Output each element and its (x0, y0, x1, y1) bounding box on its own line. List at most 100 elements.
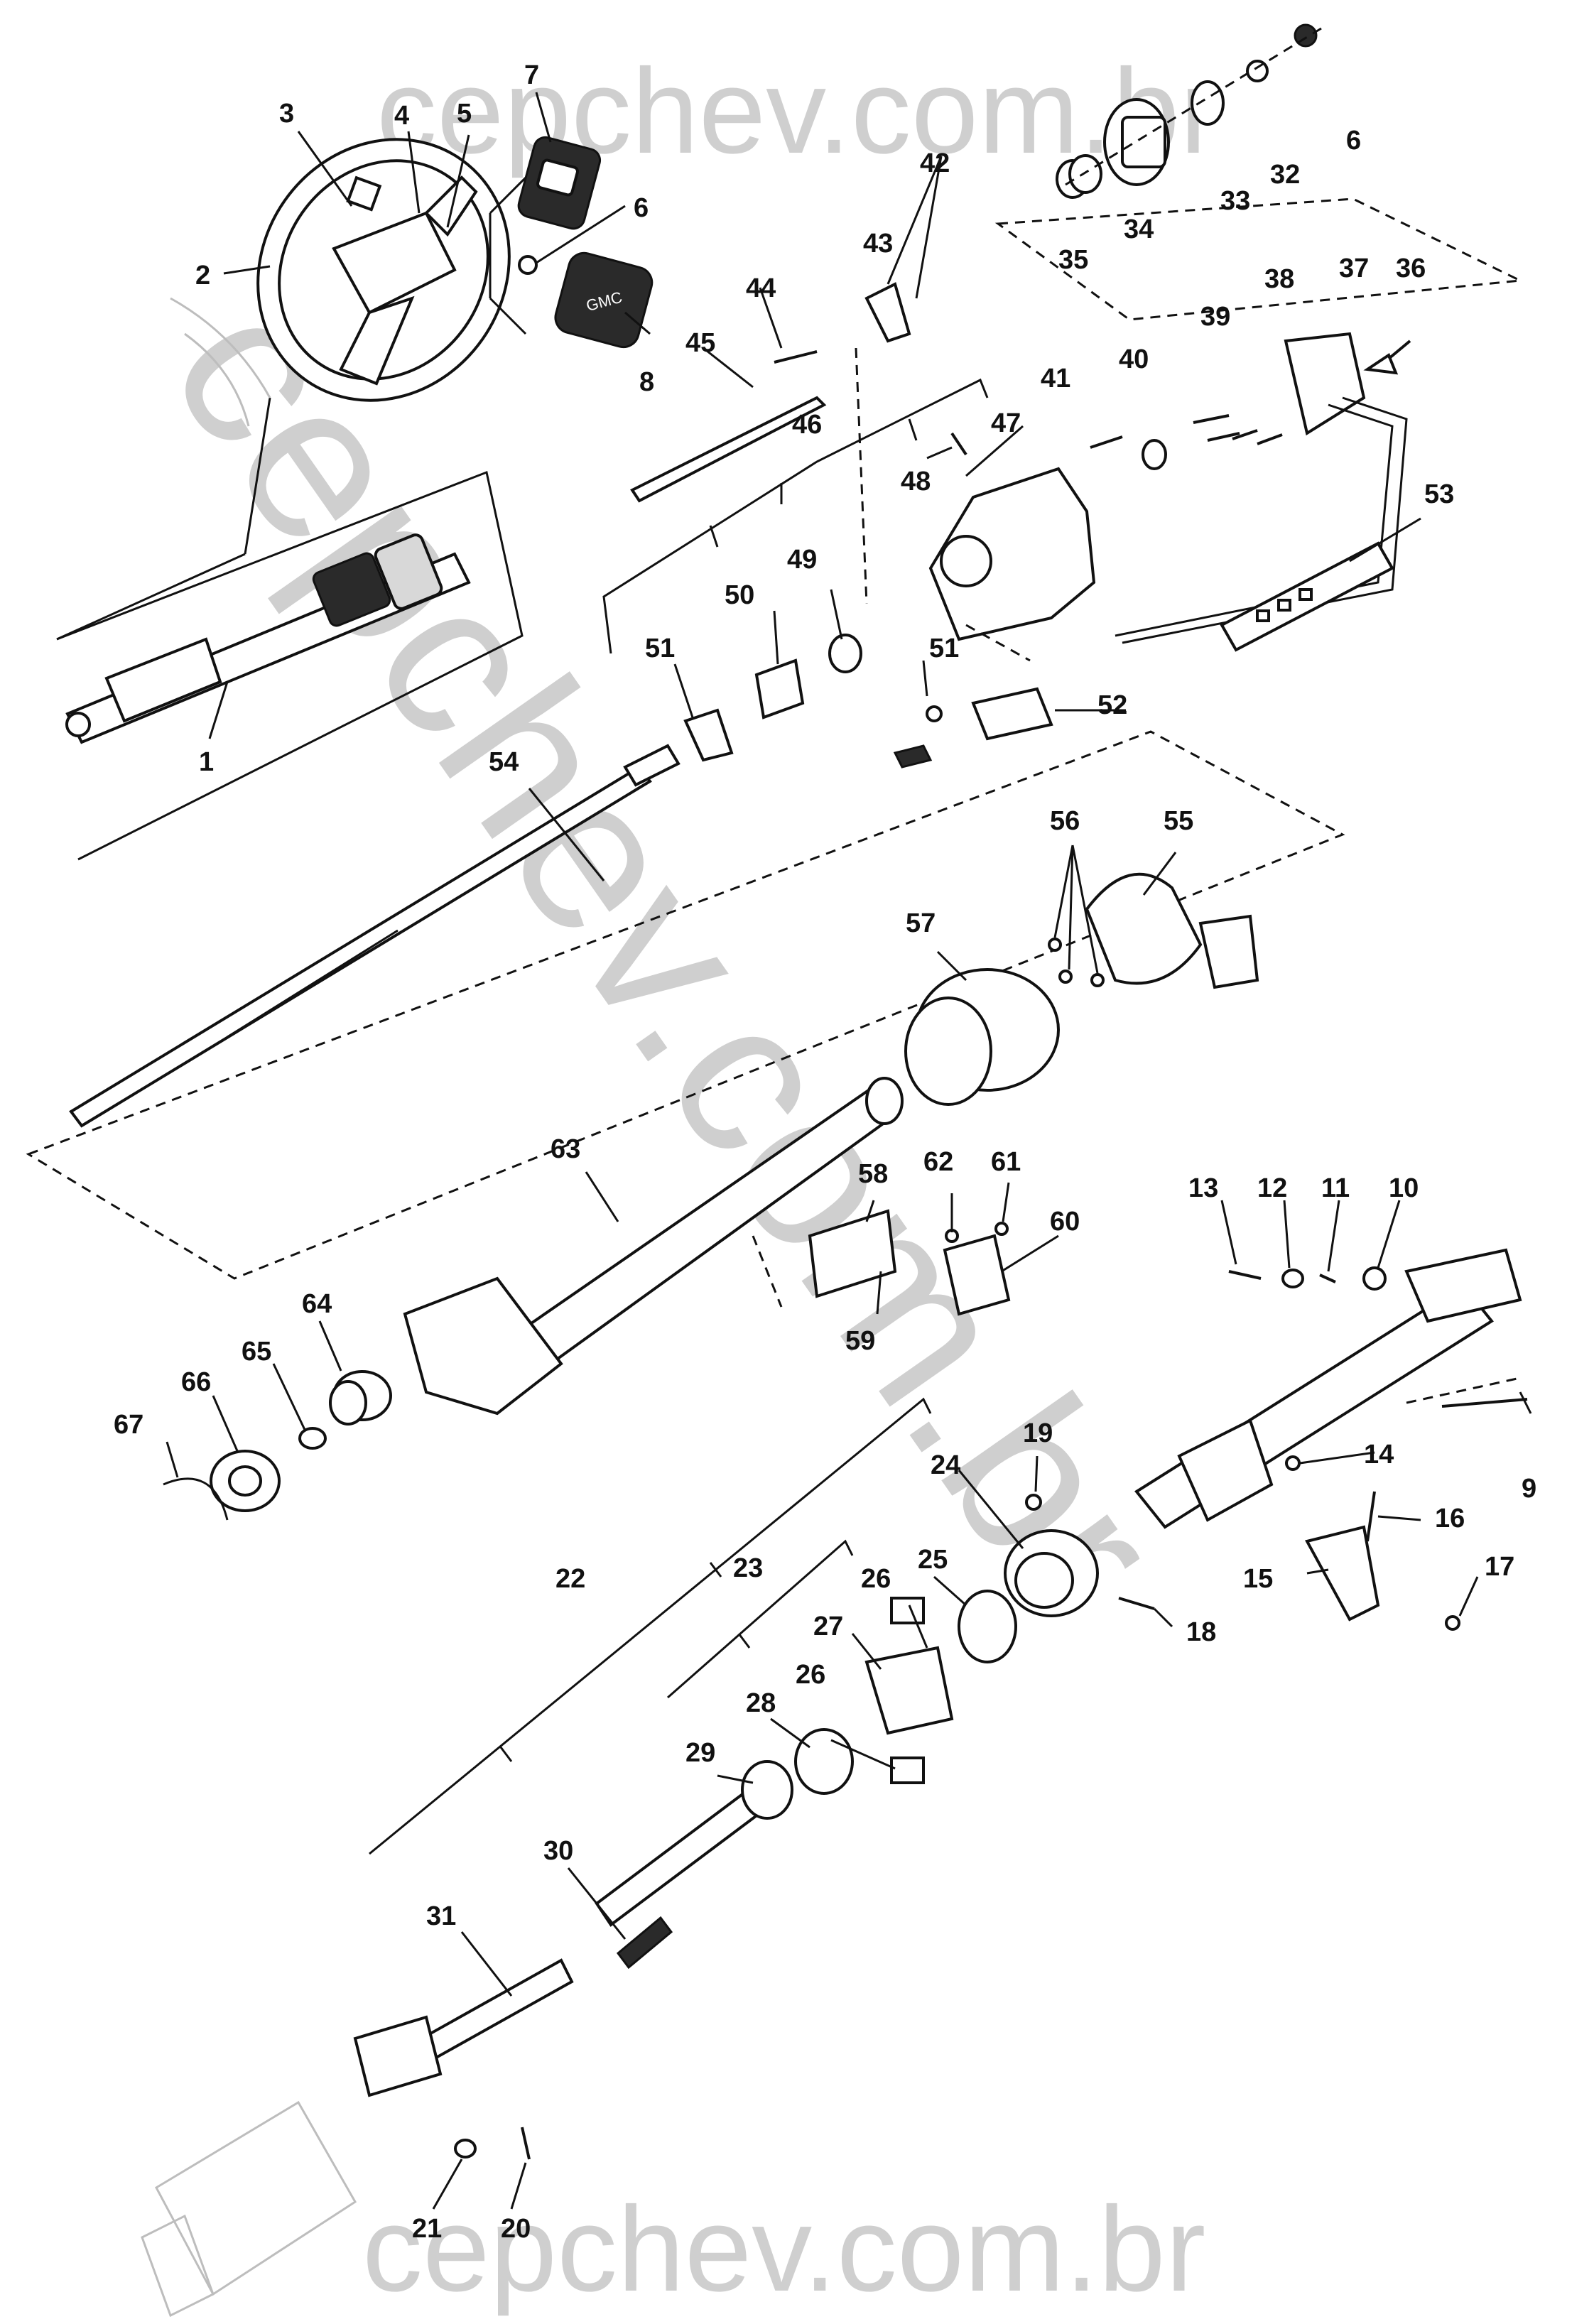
switch-actuator-51 (683, 708, 734, 762)
spring-44 (774, 350, 818, 364)
callout-32: 32 (1270, 160, 1300, 190)
callout-56: 56 (1050, 806, 1080, 836)
dash-9 (1406, 1377, 1521, 1404)
callout-1: 1 (199, 747, 214, 777)
nut-6b (1294, 23, 1318, 48)
spring-35 (1056, 154, 1102, 199)
pin-13 (1228, 1270, 1262, 1280)
callout-46: 46 (792, 410, 822, 440)
callout-8: 8 (639, 367, 654, 397)
callout-29: 29 (685, 1738, 715, 1768)
callout-6a: 6 (634, 193, 649, 223)
turn-signal-switch-38 (1115, 332, 1408, 644)
bracket-23 (667, 1539, 854, 1699)
callout-60: 60 (1050, 1207, 1080, 1237)
bracket-15 (1305, 1525, 1380, 1622)
switch-58 (808, 1209, 897, 1298)
trim-cover-53 (1220, 541, 1394, 652)
callout-65: 65 (242, 1337, 271, 1367)
callout-6b: 6 (1346, 126, 1361, 156)
dash-box-large (26, 730, 1345, 1280)
retainer-32 (1246, 60, 1269, 82)
callout-41: 41 (1041, 364, 1070, 393)
seal-25 (958, 1590, 1017, 1663)
callout-43: 43 (863, 229, 893, 259)
callout-7: 7 (524, 60, 539, 90)
bolt-16 (1366, 1491, 1376, 1542)
callout-14: 14 (1364, 1440, 1394, 1470)
callout-36: 36 (1396, 254, 1426, 283)
steering-shaft-54 (69, 744, 681, 1128)
callout-10: 10 (1389, 1173, 1419, 1203)
callout-20: 20 (501, 2214, 531, 2244)
steering-wheel (256, 138, 511, 402)
bushing-10 (1362, 1266, 1387, 1291)
callout-42: 42 (920, 148, 950, 178)
cover-55 (1085, 872, 1259, 989)
ring-28 (794, 1728, 854, 1795)
bearing-49 (828, 634, 862, 673)
washer-21 (454, 2139, 477, 2159)
callout-21: 21 (412, 2214, 442, 2244)
nut-19 (1025, 1494, 1042, 1511)
adapter-66 (210, 1450, 281, 1512)
callout-53: 53 (1424, 479, 1454, 509)
dimmer-switch-52 (893, 687, 1053, 769)
callout-40: 40 (1119, 344, 1149, 374)
bowl-57 (904, 968, 1060, 1106)
bolt-20 (521, 2127, 531, 2160)
callout-26a: 26 (861, 1564, 891, 1594)
callout-66: 66 (181, 1367, 211, 1397)
callout-16: 16 (1435, 1504, 1465, 1533)
washer-65 (298, 1427, 327, 1450)
callout-45: 45 (685, 328, 715, 358)
lock-housing-47 (928, 467, 1096, 641)
block-26a (890, 1597, 925, 1624)
washer-40 (1142, 439, 1167, 470)
lower-column-assembly (1134, 1248, 1522, 1529)
callout-67: 67 (114, 1410, 143, 1440)
callout-54: 54 (489, 747, 519, 777)
callout-48: 48 (901, 467, 931, 496)
nut-14 (1285, 1455, 1301, 1471)
callout-11: 11 (1321, 1173, 1350, 1203)
nut-17 (1445, 1615, 1460, 1631)
callout-4: 4 (394, 101, 409, 131)
callout-38: 38 (1264, 264, 1294, 294)
horn-cap-gmc: GMC (554, 251, 654, 349)
dash-box-middle (855, 347, 868, 604)
callout-63: 63 (551, 1134, 580, 1164)
callout-12: 12 (1257, 1173, 1287, 1203)
callout-39: 39 (1200, 302, 1230, 332)
pin-48 (950, 432, 967, 456)
callout-51b: 51 (929, 634, 959, 663)
watermark-bottom: cepchev.com.br (362, 2182, 1205, 2317)
nut-6 (518, 255, 538, 275)
screw-37 (1363, 352, 1399, 375)
callout-25: 25 (918, 1545, 948, 1575)
callout-31: 31 (426, 1901, 456, 1931)
leader-lines (166, 92, 1532, 2210)
bushing-12 (1281, 1269, 1304, 1288)
intermediate-shaft-31 (353, 1958, 574, 2097)
ring-67 (163, 1477, 229, 1521)
callout-47: 47 (991, 408, 1021, 438)
callout-52: 52 (1097, 690, 1127, 720)
callout-51a: 51 (645, 634, 675, 663)
callout-26b: 26 (796, 1660, 825, 1690)
callout-44: 44 (746, 273, 776, 303)
callout-19: 19 (1023, 1418, 1053, 1448)
callout-5: 5 (457, 99, 472, 129)
callout-2: 2 (195, 261, 210, 290)
column-assembly-inset (56, 397, 524, 861)
bearing-64 (329, 1370, 392, 1426)
callout-3: 3 (279, 99, 294, 129)
shaft-29 (595, 1760, 793, 1927)
callout-28: 28 (746, 1688, 776, 1718)
washer-33 (1191, 80, 1225, 126)
callout-15: 15 (1243, 1564, 1273, 1594)
bolt-18 (1118, 1597, 1155, 1610)
block-26b (890, 1756, 925, 1784)
housing-24 (1004, 1529, 1099, 1617)
pin-36 (1387, 340, 1411, 360)
